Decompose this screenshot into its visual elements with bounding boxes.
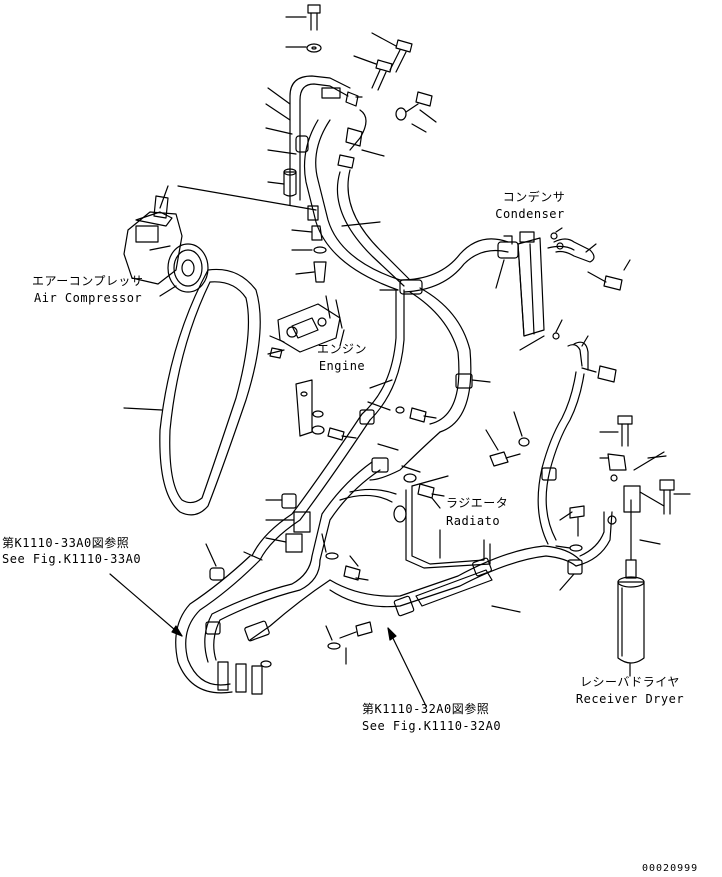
radiator-label-en: Radiato — [446, 514, 501, 528]
engine-label-jp: エンジン — [316, 342, 367, 356]
ref-32a0-label-en: See Fig.K1110-32A0 — [362, 719, 502, 733]
drawing-number: 00020999 — [642, 863, 699, 874]
reference-arrow-32a0 — [387, 627, 427, 707]
small-fittings — [177, 135, 327, 283]
condenser-label-en: Condenser — [495, 207, 565, 221]
receiver-dryer — [599, 415, 691, 664]
condenser-lower-fittings — [519, 319, 617, 471]
condenser — [517, 227, 631, 337]
air-compressor-label-jp: エアーコンプレッサ — [32, 274, 144, 288]
side-bolt — [395, 91, 437, 133]
bottom-bolt — [325, 621, 373, 665]
engine-bracket — [267, 295, 343, 359]
radiator-label-jp: ラジエータ — [446, 496, 509, 510]
top-bolt — [285, 4, 321, 31]
air-compressor-label-en: Air Compressor — [34, 291, 143, 305]
clamp-parts — [295, 379, 445, 499]
top-washer — [285, 43, 322, 53]
ref-33a0-label-jp: 第K1110-33A0図参照 — [2, 536, 130, 550]
ref-33a0-label-en: See Fig.K1110-33A0 — [2, 552, 142, 566]
ref-32a0-label-jp: 第K1110-32A0図参照 — [362, 702, 490, 716]
receiver-dryer-label-jp: レシーバドライヤ — [580, 675, 680, 689]
engine-label-en: Engine — [318, 359, 366, 373]
radiator-bracket — [405, 475, 491, 569]
v-belt — [123, 268, 261, 516]
condenser-hose — [361, 235, 519, 433]
condenser-label-jp: コンデンサ — [502, 190, 566, 204]
air-compressor — [123, 185, 209, 293]
label-pointer-lines — [159, 285, 631, 677]
upper-hose-loop — [265, 75, 411, 291]
receiver-dryer-label-en: Receiver Dryer — [575, 692, 685, 706]
right-bolts — [485, 411, 585, 552]
lower-hose-loop — [329, 467, 613, 617]
fitting-bolt-2 — [353, 55, 393, 91]
reference-arrow-33a0 — [109, 573, 183, 637]
lower-left-hoses — [175, 493, 369, 695]
middle-hoses — [251, 379, 441, 561]
